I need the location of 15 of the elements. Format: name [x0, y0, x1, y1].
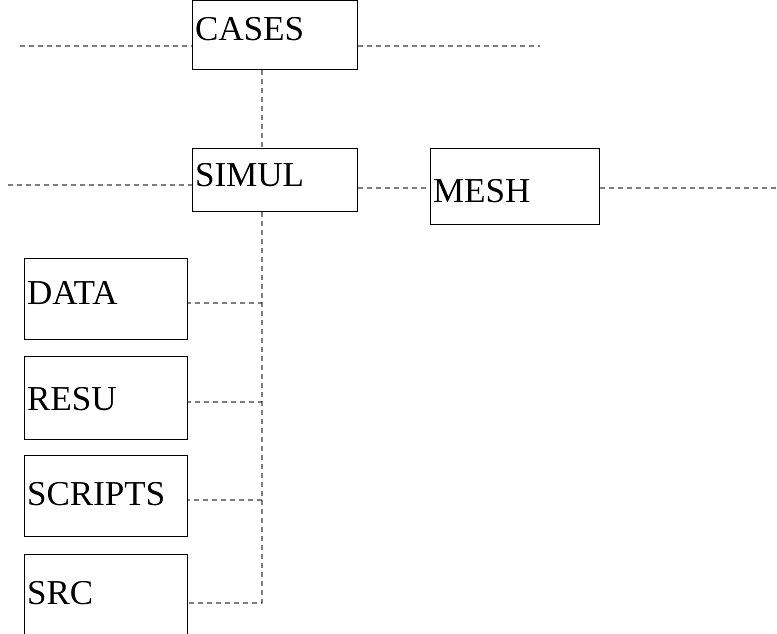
- folder-label: DATA: [27, 273, 119, 313]
- folder-box: [24, 455, 188, 537]
- folder-label: SRC: [27, 573, 94, 613]
- folder-label: SIMUL: [195, 155, 305, 195]
- folder-box: [24, 356, 188, 440]
- folder-box: [24, 554, 188, 634]
- folder-label: CASES: [195, 9, 305, 49]
- folder-box: [192, 148, 358, 212]
- folder-label: RESU: [27, 379, 118, 419]
- folder-label: MESH: [433, 171, 532, 211]
- folder-box: [192, 0, 358, 70]
- folder-box: [430, 148, 600, 225]
- dashed-connector: [8, 184, 192, 186]
- folder-box: [24, 258, 188, 340]
- folder-label: SCRIPTS: [27, 474, 166, 514]
